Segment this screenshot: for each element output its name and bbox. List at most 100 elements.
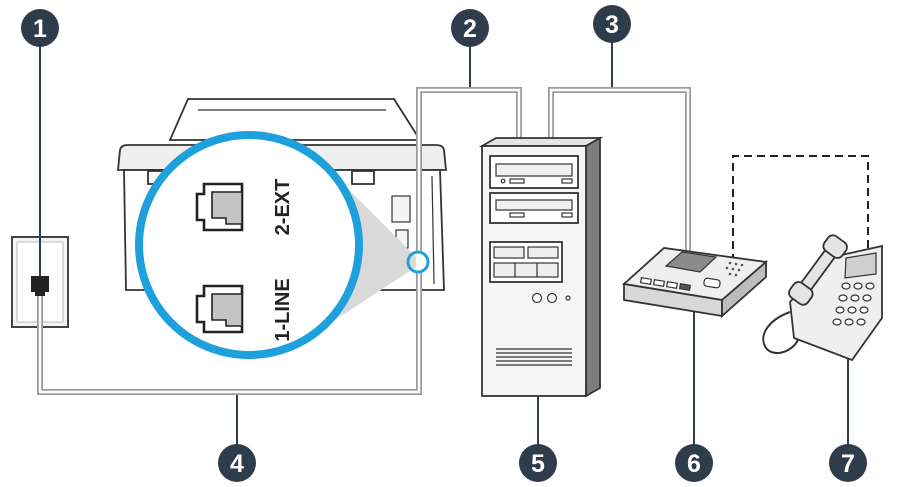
keypad-key: [844, 318, 854, 326]
computer-side-face: [585, 136, 601, 398]
computer-power-button: [531, 292, 543, 304]
answering-machine-display: [664, 251, 718, 273]
callout-5-badge: [519, 444, 557, 482]
callout-4-number: 4: [230, 450, 244, 478]
printer-side-edge: [431, 175, 435, 285]
keypad-key: [841, 282, 851, 290]
io-panel-slot-left: [493, 246, 525, 259]
wall-jack-socket: [31, 276, 49, 296]
answering-machine-play-button: [703, 277, 721, 289]
answering-machine-button: [652, 279, 666, 287]
callout-2-badge: [451, 9, 489, 47]
computer-io-panel: [489, 241, 563, 283]
drive-1-led: [500, 178, 506, 184]
callout-2: 2: [451, 9, 489, 87]
callout-3: 3: [593, 5, 631, 87]
speaker-hole: [740, 263, 744, 267]
drive-2-button: [509, 212, 525, 218]
callout-6: 6: [675, 312, 713, 482]
answering-machine-speaker: [725, 261, 744, 277]
keypad-key: [832, 318, 842, 326]
drive-1-eject: [561, 178, 573, 184]
keypad-key: [838, 294, 848, 302]
computer-tower-icon: [478, 136, 604, 398]
answering-machine-button: [665, 281, 679, 289]
computer-power-led: [565, 295, 571, 301]
ext-port-opening: [211, 191, 243, 225]
callout-7-number: 7: [841, 450, 855, 478]
io-panel-slot-right: [527, 246, 559, 259]
callout-2-number: 2: [463, 15, 477, 43]
callout-1-badge: [21, 9, 59, 47]
speaker-hole: [725, 266, 729, 270]
keypad-key: [850, 294, 860, 302]
answering-machine-button: [678, 283, 692, 291]
drive-1-button: [509, 178, 525, 184]
telephone-handset: [788, 234, 848, 306]
computer-vents: [496, 348, 572, 366]
line-port-label: 1-LINE: [272, 278, 294, 341]
io-panel-ports: [493, 262, 559, 278]
keypad-key: [835, 306, 845, 314]
callout-7: 7: [829, 359, 867, 482]
computer-optical-drive-2: [489, 192, 579, 224]
answering-machine-side-face: [721, 260, 767, 319]
callout-3-number: 3: [605, 11, 619, 39]
telephone-icon: [762, 234, 883, 362]
computer-optical-drive-1: [489, 155, 579, 189]
cable-printer-to-computer: [416, 87, 522, 252]
computer-top-face: [478, 137, 604, 147]
cable-computer-to-answering-machine: [548, 87, 691, 262]
callout-6-badge: [675, 444, 713, 482]
speaker-hole: [734, 262, 738, 266]
telephone-display: [844, 252, 877, 279]
cable-wall-to-printer: [37, 272, 422, 395]
callout-4: 4: [218, 395, 256, 482]
dashed-connection-answering-machine-to-telephone: [732, 155, 869, 262]
callout-5: 5: [519, 396, 557, 482]
telephone-keypad: [832, 282, 875, 326]
answering-machine-buttons: [639, 277, 721, 291]
speaker-hole: [728, 272, 732, 276]
keypad-key: [862, 294, 872, 302]
keypad-key: [856, 318, 866, 326]
callout-5-number: 5: [531, 450, 545, 478]
handset-mouthpiece: [788, 281, 814, 306]
handset-earpiece: [822, 234, 848, 259]
callout-3-badge: [593, 5, 631, 43]
ext-port-icon: [195, 182, 244, 232]
callout-1: 1: [21, 9, 59, 277]
callout-7-badge: [829, 444, 867, 482]
line-port-opening: [211, 293, 243, 327]
speaker-hole: [737, 268, 741, 272]
answering-machine-icon: [622, 247, 769, 319]
ext-port-label: 2-EXT: [272, 179, 294, 236]
printer-rear-port-panel: [391, 195, 411, 223]
callout-6-number: 6: [687, 450, 701, 478]
speaker-hole: [731, 267, 735, 271]
answering-machine-button: [639, 277, 653, 285]
cable-printer-to-computer-core: [417, 88, 521, 252]
magnifier-circle: [135, 131, 363, 359]
printer-adf-tray: [168, 98, 422, 141]
telephone-cord: [762, 311, 799, 355]
drive-2-tray: [495, 199, 573, 211]
printer-port-highlight: [406, 250, 430, 274]
keypad-key: [865, 282, 875, 290]
drive-2-eject: [561, 212, 573, 218]
callout-1-number: 1: [33, 15, 47, 43]
cable-computer-to-answering-machine-core: [549, 88, 690, 262]
keypad-key: [859, 306, 869, 314]
cable-wall-to-printer-core: [38, 272, 421, 394]
callout-4-badge: [218, 444, 256, 482]
keypad-key: [847, 306, 857, 314]
drive-1-tray: [495, 163, 573, 177]
line-port-icon: [195, 284, 244, 334]
keypad-key: [853, 282, 863, 290]
speaker-hole: [734, 273, 738, 277]
computer-reset-button: [546, 292, 558, 304]
port-magnifier: [135, 131, 416, 359]
printer-right-tab: [351, 170, 375, 185]
speaker-hole: [728, 261, 732, 265]
